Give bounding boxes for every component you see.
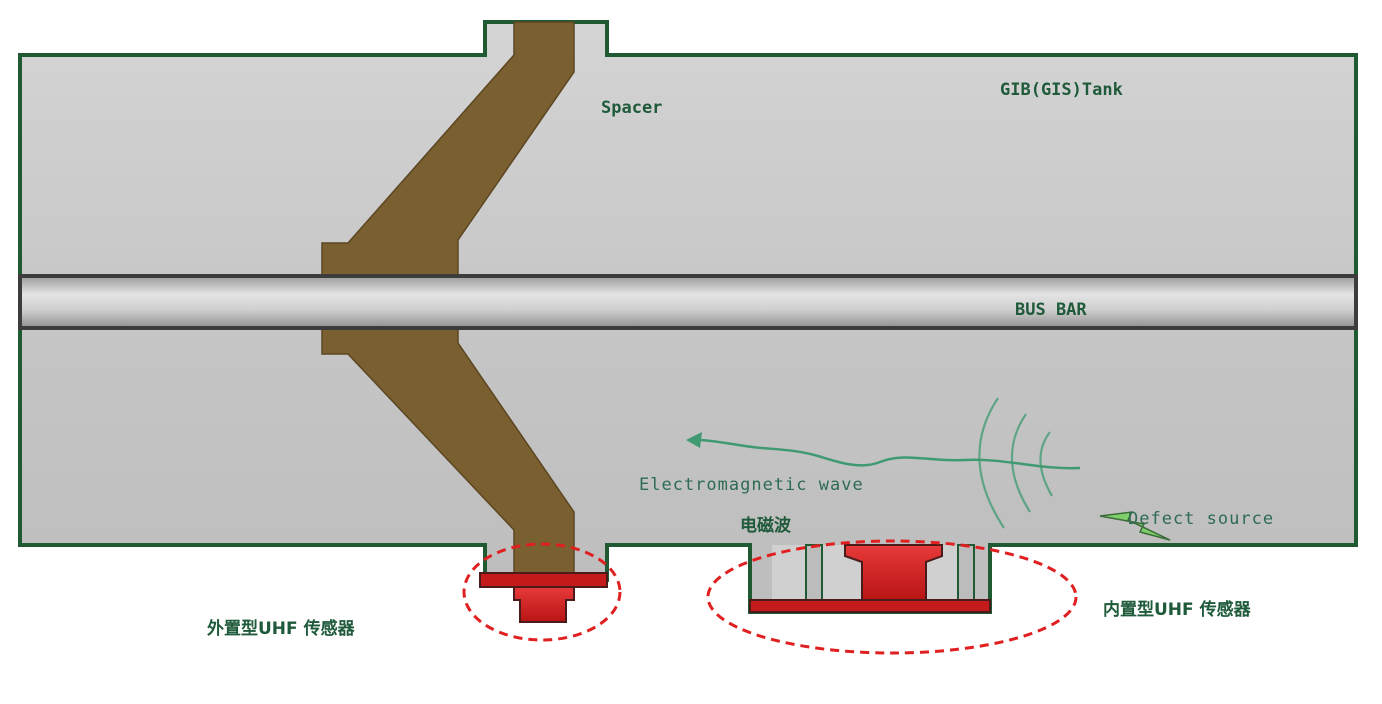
spacer-label: Spacer (601, 98, 663, 118)
electromagnetic-wave-line (697, 438, 1081, 470)
em-wave-label-en: Electromagnetic wave (639, 475, 864, 495)
bus-bar (18, 274, 1358, 330)
external-sensor-label: 外置型UHF 传感器 (207, 619, 355, 639)
external-sensor-highlight (462, 542, 622, 642)
internal-sensor-label: 内置型UHF 传感器 (1103, 600, 1251, 620)
wave-arcs (978, 397, 1053, 529)
tank-label: GIB(GIS)Tank (1000, 80, 1123, 100)
external-uhf-sensor (479, 572, 608, 623)
defect-source-label: Defect source (1128, 509, 1275, 529)
bus-bar-label: BUS BAR (1015, 300, 1087, 320)
em-wave-label-cn: 电磁波 (740, 516, 791, 536)
arrow-left-icon (686, 432, 702, 448)
lightning-bolt-icon (1099, 511, 1171, 541)
internal-uhf-sensor (749, 544, 991, 613)
internal-sensor-highlight (706, 539, 1078, 655)
